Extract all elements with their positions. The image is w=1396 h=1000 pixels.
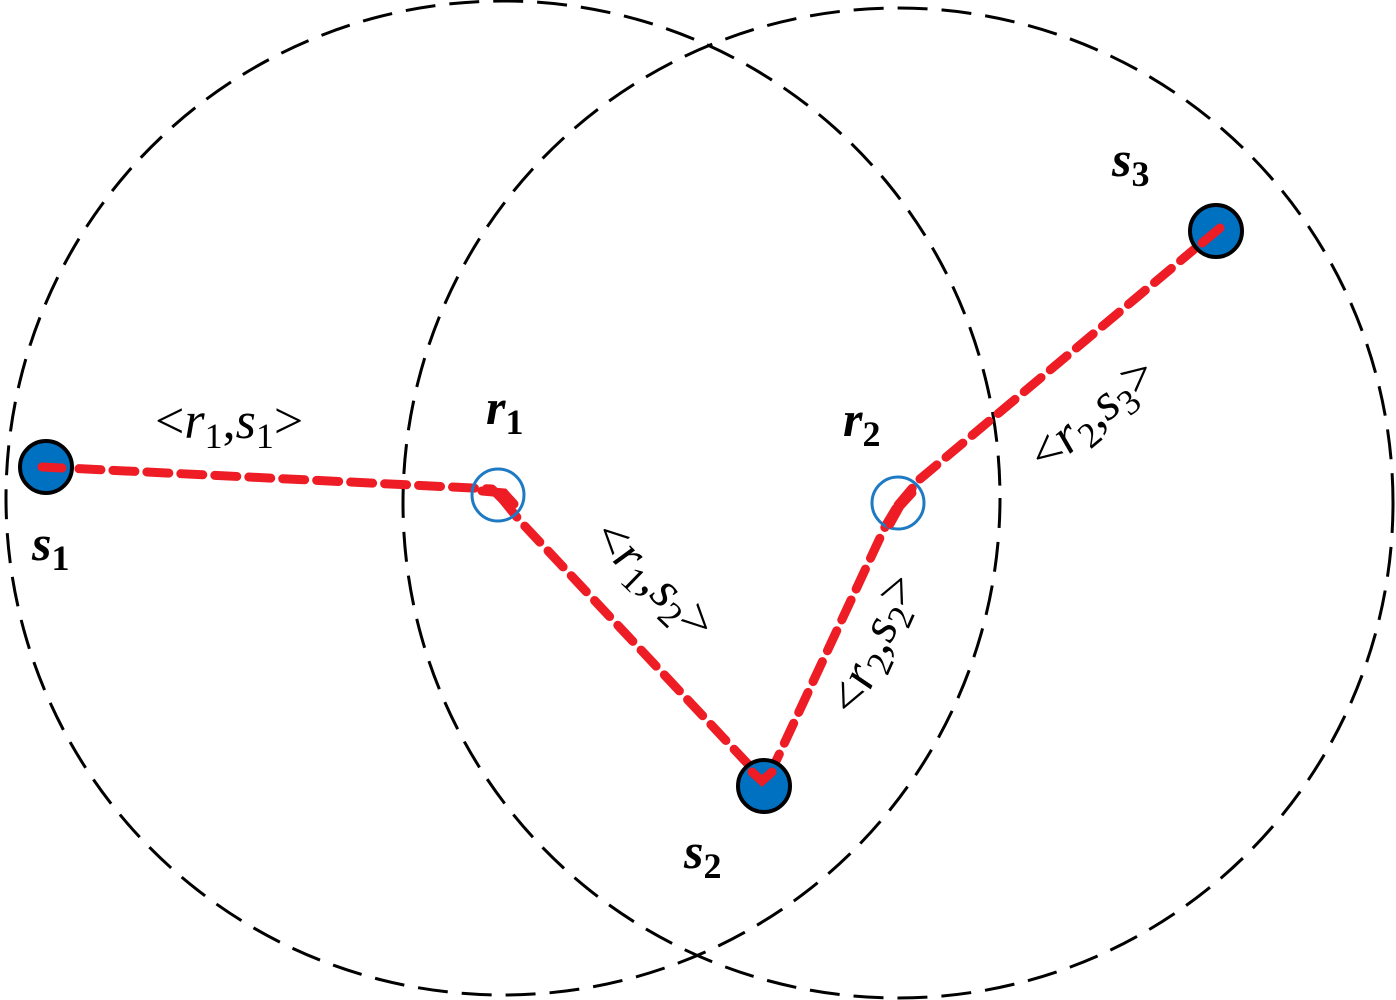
- link-r1-s2: [498, 495, 767, 784]
- relay-node-r2: [870, 475, 926, 531]
- link-stub-r2: [885, 488, 917, 529]
- node-label-r1: r1: [486, 379, 523, 442]
- link-stub-r1: [477, 486, 519, 509]
- coverage-circle-r1: [4, 0, 1002, 997]
- link-label-r1-s2: <r1,s2>: [577, 508, 727, 656]
- sensor-node-s2: [736, 758, 792, 814]
- node-label-r2: r2: [843, 391, 880, 454]
- coverage-circle-r2: [401, 6, 1395, 1000]
- link-r1-s1: [40, 462, 508, 505]
- link-label-r2-s3: <r2,s3>: [1017, 344, 1171, 487]
- link-label-r1-s1: <r1,s1>: [155, 393, 303, 456]
- node-label-s3: s3: [1111, 131, 1149, 194]
- link-stub-s3: [1197, 223, 1225, 248]
- link-stub-s2: [747, 767, 777, 788]
- node-label-s2: s2: [683, 823, 721, 886]
- link-stub-s1: [37, 462, 67, 473]
- node-label-s1: s1: [31, 515, 69, 578]
- relay-node-r1: [470, 467, 526, 523]
